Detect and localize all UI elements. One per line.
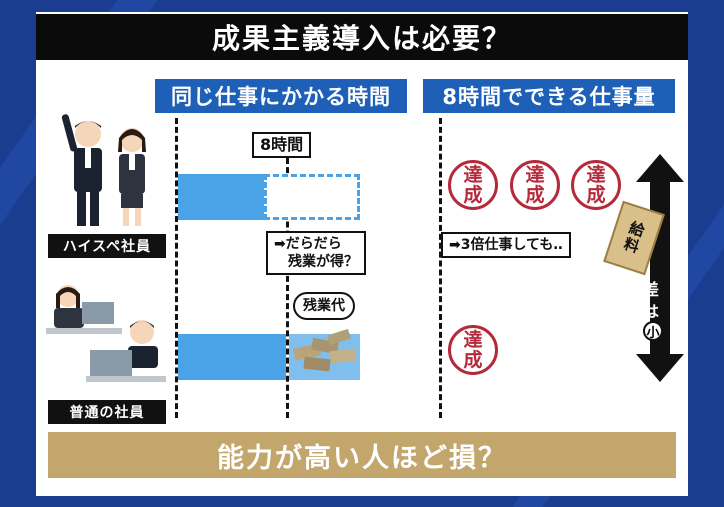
- start-line-left: [175, 118, 178, 418]
- lazy-overtime-line2: 残業が得？: [288, 254, 358, 270]
- woman-at-laptop: [46, 285, 122, 334]
- difference-char-1: 差: [643, 280, 660, 299]
- header-time-for-same-work: 同じ仕事にかかる時間: [155, 79, 407, 113]
- header-work-in-8-hours: 8時間でできる仕事量: [423, 79, 675, 113]
- overtime-pay-label: 残業代: [293, 292, 355, 320]
- achievement-stamp: 達成: [510, 160, 560, 210]
- man-figure: [61, 114, 102, 226]
- high-spec-work-time-bar: [178, 174, 264, 220]
- high-spec-employees-illustration: [61, 114, 146, 226]
- double-arrow-icon: [636, 154, 684, 382]
- man-at-laptop: [86, 320, 166, 382]
- role-regular-employee: 普通の社員: [48, 400, 166, 424]
- overtime-pay-text: 残業代: [303, 298, 345, 314]
- difference-char-2: は: [643, 302, 660, 321]
- woman-figure: [118, 128, 146, 226]
- eight-hours-label: 8時間: [252, 132, 312, 158]
- page-title: 成果主義導入は必要？: [36, 14, 688, 60]
- regular-employees-illustration: [46, 285, 166, 382]
- triple-work-note: ➡3倍仕事しても‥: [441, 232, 571, 258]
- bottom-caption: 能力が高い人ほど損？: [48, 432, 676, 478]
- achievement-stamp: 達成: [448, 160, 498, 210]
- small-circle-badge: 小: [643, 321, 663, 341]
- achievement-stamp: 達成: [448, 325, 498, 375]
- regular-work-time-bar: [178, 334, 286, 380]
- high-spec-idle-time-bar: [264, 174, 360, 220]
- lazy-overtime-note: ➡だらだら 残業が得？: [266, 231, 366, 275]
- achievement-stamp: 達成: [571, 160, 621, 210]
- start-line-right: [439, 118, 442, 418]
- role-high-spec-employee: ハイスペ社員: [48, 234, 166, 258]
- lazy-overtime-line1: ➡だらだら: [274, 236, 342, 252]
- eight-hour-line: [286, 158, 289, 418]
- money-pile-icon: [293, 328, 357, 372]
